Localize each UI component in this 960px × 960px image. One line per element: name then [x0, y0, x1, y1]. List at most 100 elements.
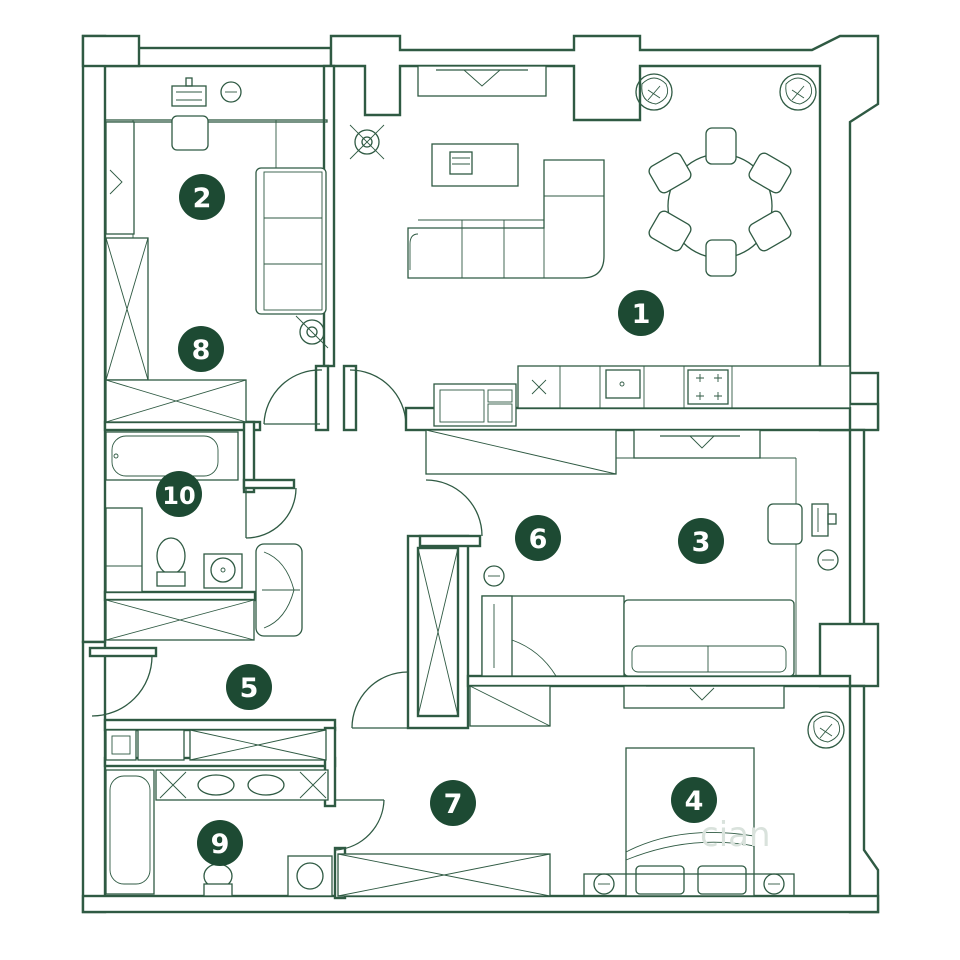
room-label: 3 [692, 527, 711, 558]
door-arc-room9 [335, 799, 385, 851]
chair-icon [255, 543, 303, 637]
room-label: 7 [444, 789, 463, 820]
window-room3 [633, 429, 761, 459]
room-1-furniture [349, 65, 851, 427]
wardrobe-icon [425, 429, 617, 475]
laptop-icon [449, 151, 473, 175]
room-badge-8: 8 [178, 326, 224, 372]
chair-icon [171, 115, 209, 151]
wall-right-room3 [848, 428, 866, 628]
plant-icon [807, 711, 845, 749]
wall-room3-bottom [466, 674, 852, 688]
stove-icon [687, 369, 729, 405]
desk-icon [767, 503, 837, 545]
sofa-icon [255, 167, 327, 315]
sofa-icon [407, 159, 605, 279]
lamp-icon [817, 549, 839, 571]
room-badge-10: 10 [156, 471, 202, 517]
room-9-furniture [105, 769, 333, 897]
watermark: cian [700, 815, 771, 855]
lamp-icon [220, 81, 242, 103]
lamp-icon [483, 565, 505, 587]
window-room4 [623, 685, 785, 709]
wall-right-room4 [848, 684, 880, 914]
sink-icon [203, 553, 243, 589]
sink-icon [155, 769, 329, 801]
wall-pier-top-left [81, 34, 141, 68]
room-badge-9: 9 [197, 820, 243, 866]
wall-room10-door-stub [242, 478, 296, 490]
wall-room5-bottom [103, 718, 337, 732]
door-arc-room6 [425, 479, 483, 537]
room-label: 4 [685, 786, 704, 817]
lamp-icon [763, 873, 785, 895]
room-3-furniture [425, 429, 839, 677]
room-badge-4: 4 [671, 777, 717, 823]
door-arc-room5 [91, 655, 153, 717]
wardrobe-icon [105, 599, 255, 641]
door-arc-room7 [351, 671, 409, 729]
wardrobe-icon [105, 379, 247, 423]
wall-hall-stub-right [342, 364, 358, 432]
room-label: 2 [193, 183, 212, 214]
room-badge-1: 1 [618, 290, 664, 336]
room-label: 5 [240, 673, 259, 704]
door-arc-room10 [245, 487, 297, 539]
wall-left-lower [81, 640, 107, 914]
wardrobe-icon [469, 685, 551, 727]
room-badge-3: 3 [678, 518, 724, 564]
window-room1 [417, 65, 547, 97]
nightstand-row [583, 873, 795, 897]
room-label: 9 [211, 829, 230, 860]
wall-room9-right [323, 726, 337, 808]
wall-room5-door-stub [88, 646, 158, 658]
washing-machine-icon [105, 507, 143, 593]
room-badge-5: 5 [226, 664, 272, 710]
room-badge-2: 2 [179, 174, 225, 220]
wall-room10-right [242, 420, 256, 494]
wall-room10-bottom [103, 590, 257, 602]
sink-icon [605, 369, 641, 399]
wall-left-upper [81, 34, 107, 644]
sofa-icon [481, 595, 795, 677]
plant-icon [779, 73, 817, 111]
toilet-icon [203, 863, 233, 897]
room-badge-6: 6 [515, 515, 561, 561]
cabinet [137, 729, 185, 761]
room-4-furniture [469, 685, 845, 897]
room2-shelf-line [104, 119, 328, 123]
room-label: 10 [162, 482, 195, 510]
dining-table-icon [648, 127, 792, 277]
desk-icon [171, 77, 207, 107]
room-10-furniture [105, 431, 255, 641]
room-2-furniture [104, 77, 329, 423]
bathtub-icon [105, 769, 155, 895]
room-badge-7: 7 [430, 780, 476, 826]
wall-room8-bottom [103, 420, 262, 432]
room-7-furniture [337, 853, 551, 897]
room-label: 6 [529, 524, 548, 555]
doors [91, 369, 483, 851]
door-arc-room2 [263, 369, 323, 425]
wardrobe-icon [337, 853, 551, 897]
wall-bottom [81, 894, 880, 914]
room-label: 1 [632, 299, 651, 330]
wall-hall-stub-left [314, 364, 330, 432]
lamp-icon [295, 315, 329, 349]
lamp-icon [349, 124, 385, 160]
fridge [433, 383, 517, 427]
window-room2 [105, 121, 135, 235]
lamp-icon [593, 873, 615, 895]
plant-icon [635, 73, 673, 111]
wardrobe-icon [105, 237, 149, 381]
door-arc-room1 [349, 369, 407, 425]
washing-machine-icon [287, 855, 333, 897]
room-5-furniture [105, 543, 327, 761]
toilet-icon [156, 537, 186, 587]
wardrobe-icon [189, 729, 327, 761]
room-label: 8 [192, 335, 211, 366]
wall-room6-door-stub [418, 534, 482, 548]
washing-machine-icon [105, 729, 137, 761]
coffee-table [431, 143, 519, 187]
